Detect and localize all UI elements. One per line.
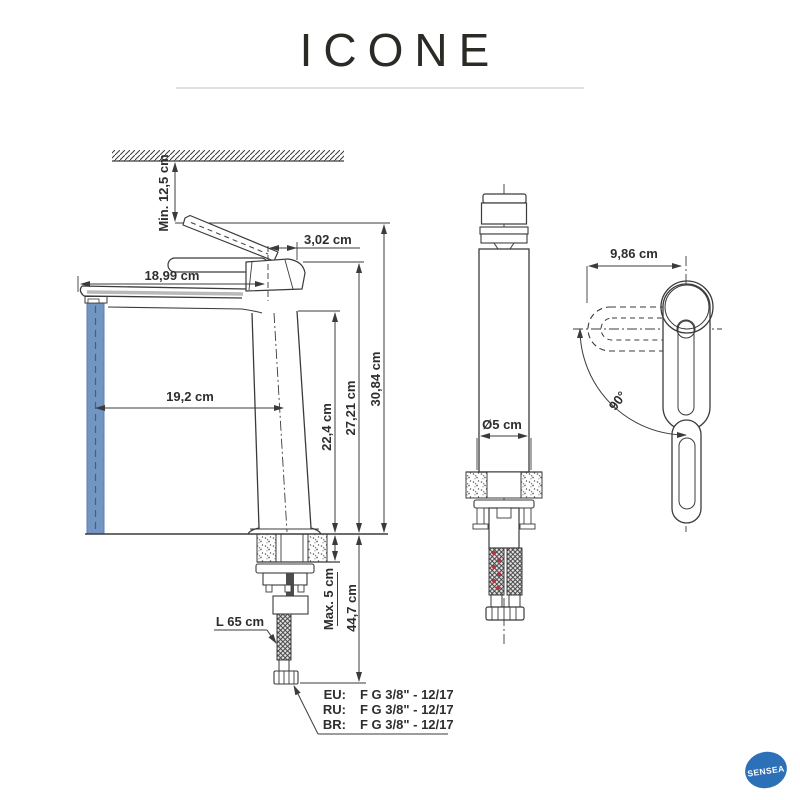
dim-handle-top-width: 3,02 cm — [269, 232, 360, 260]
front-view: Ø5 cm — [465, 184, 543, 644]
front-supply-hoses — [485, 547, 525, 621]
body-column — [247, 310, 322, 535]
hot-indicator-dot — [497, 558, 501, 562]
logo-blob — [745, 751, 787, 789]
handle-top-view: 9,86 cm 90° — [573, 246, 722, 532]
dim-max-deck-label: Max. 5 cm — [321, 568, 336, 630]
dim-stream-offset-label: 19,2 cm — [166, 389, 214, 404]
dim-spout-reach: 18,99 cm — [77, 268, 265, 292]
dim-max-deck: Max. 5 cm — [321, 535, 338, 630]
front-handle-knob — [479, 193, 529, 250]
hot-indicator-dot — [492, 565, 496, 569]
hot-indicator-dot — [497, 572, 501, 576]
knob-inner-circle — [664, 284, 710, 330]
connection-value-ru: F G 3/8" - 12/17 — [360, 702, 454, 717]
dim-min-clearance: Min. 12,5 cm — [156, 154, 178, 232]
hot-indicator-dot — [492, 579, 496, 583]
counter-deck — [85, 533, 388, 563]
dim-handle-height: 27,21 cm — [303, 261, 364, 533]
column-centerline — [273, 312, 288, 533]
dim-handle-length-label: 9,86 cm — [610, 246, 658, 261]
lever-handle — [182, 214, 279, 262]
dim-spout-height: 22,4 cm — [298, 310, 340, 533]
supply-hose — [273, 613, 299, 685]
dim-stream-offset: 19,2 cm — [95, 389, 284, 411]
dim-total-height: 30,84 cm — [368, 224, 387, 533]
sensea-logo: SENSEA — [745, 751, 787, 789]
dim-hose-length: L 65 cm — [214, 614, 277, 644]
dim-hose-length-label: L 65 cm — [216, 614, 264, 629]
dim-handle-height-label: 27,21 cm — [343, 381, 358, 436]
connection-specs: EU: F G 3/8" - 12/17 RU: F G 3/8" - 12/1… — [293, 685, 454, 735]
connection-region-eu: EU: — [324, 687, 346, 702]
dim-spout-reach-label: 18,99 cm — [145, 268, 200, 283]
knob-outer-circle — [660, 280, 714, 334]
dim-body-diameter: Ø5 cm — [476, 417, 532, 470]
side-view: Min. 12,5 cm 3,02 cm — [77, 150, 454, 735]
water-stream — [86, 302, 105, 535]
pull-rod — [286, 573, 294, 596]
front-connector-nut — [485, 606, 525, 621]
header: ICONE — [176, 24, 584, 89]
spout-shade — [86, 290, 244, 296]
dim-under-counter: 44,7 cm — [300, 535, 366, 684]
dim-spout-height-label: 22,4 cm — [319, 403, 334, 451]
hot-indicator-dot — [492, 551, 496, 555]
ceiling-hatch — [112, 150, 344, 162]
connection-region-br: BR: — [323, 717, 346, 732]
dim-swing-angle-label: 90° — [606, 388, 630, 413]
dim-total-height-label: 30,84 cm — [368, 352, 383, 407]
dim-body-diameter-label: Ø5 cm — [482, 417, 522, 432]
hose-connector-nut — [273, 670, 299, 685]
page-title: ICONE — [300, 24, 501, 76]
dim-under-counter-label: 44,7 cm — [344, 584, 359, 632]
dim-handle-top-width-label: 3,02 cm — [304, 232, 352, 247]
front-mounting-hardware — [472, 499, 536, 549]
cold-hose — [506, 547, 523, 596]
front-counter-deck — [465, 471, 543, 499]
front-body-cylinder — [478, 248, 530, 473]
spout-body — [79, 285, 263, 314]
hot-indicator-dot — [496, 586, 500, 590]
connection-region-ru: RU: — [323, 702, 346, 717]
dim-min-clearance-label: Min. 12,5 cm — [156, 154, 171, 231]
dim-handle-length: 9,86 cm — [586, 246, 682, 303]
mounting-hardware — [255, 563, 315, 615]
connection-value-eu: F G 3/8" - 12/17 — [360, 687, 454, 702]
connection-value-br: F G 3/8" - 12/17 — [360, 717, 454, 732]
